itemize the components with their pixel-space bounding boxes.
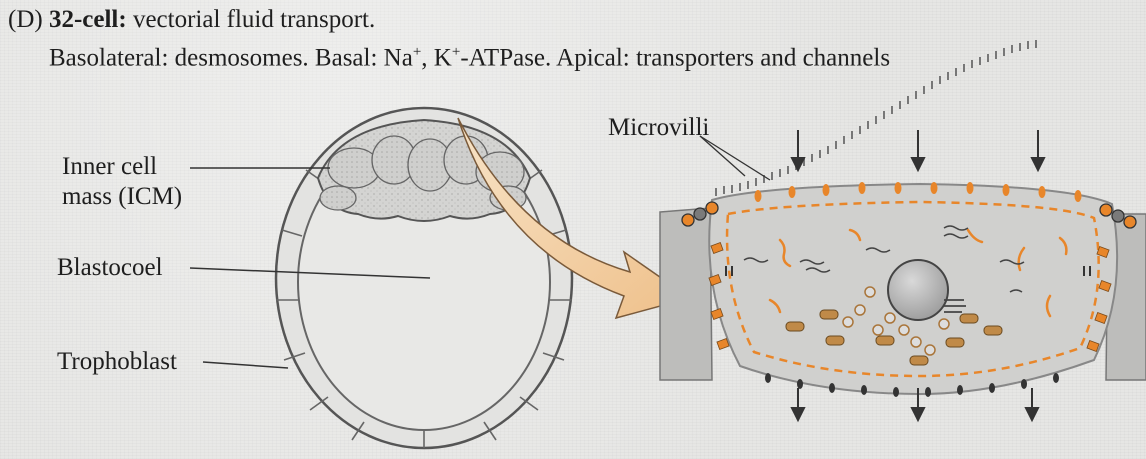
epithelial-cell-diagram [660,40,1146,420]
blastocyst-diagram [190,108,572,448]
